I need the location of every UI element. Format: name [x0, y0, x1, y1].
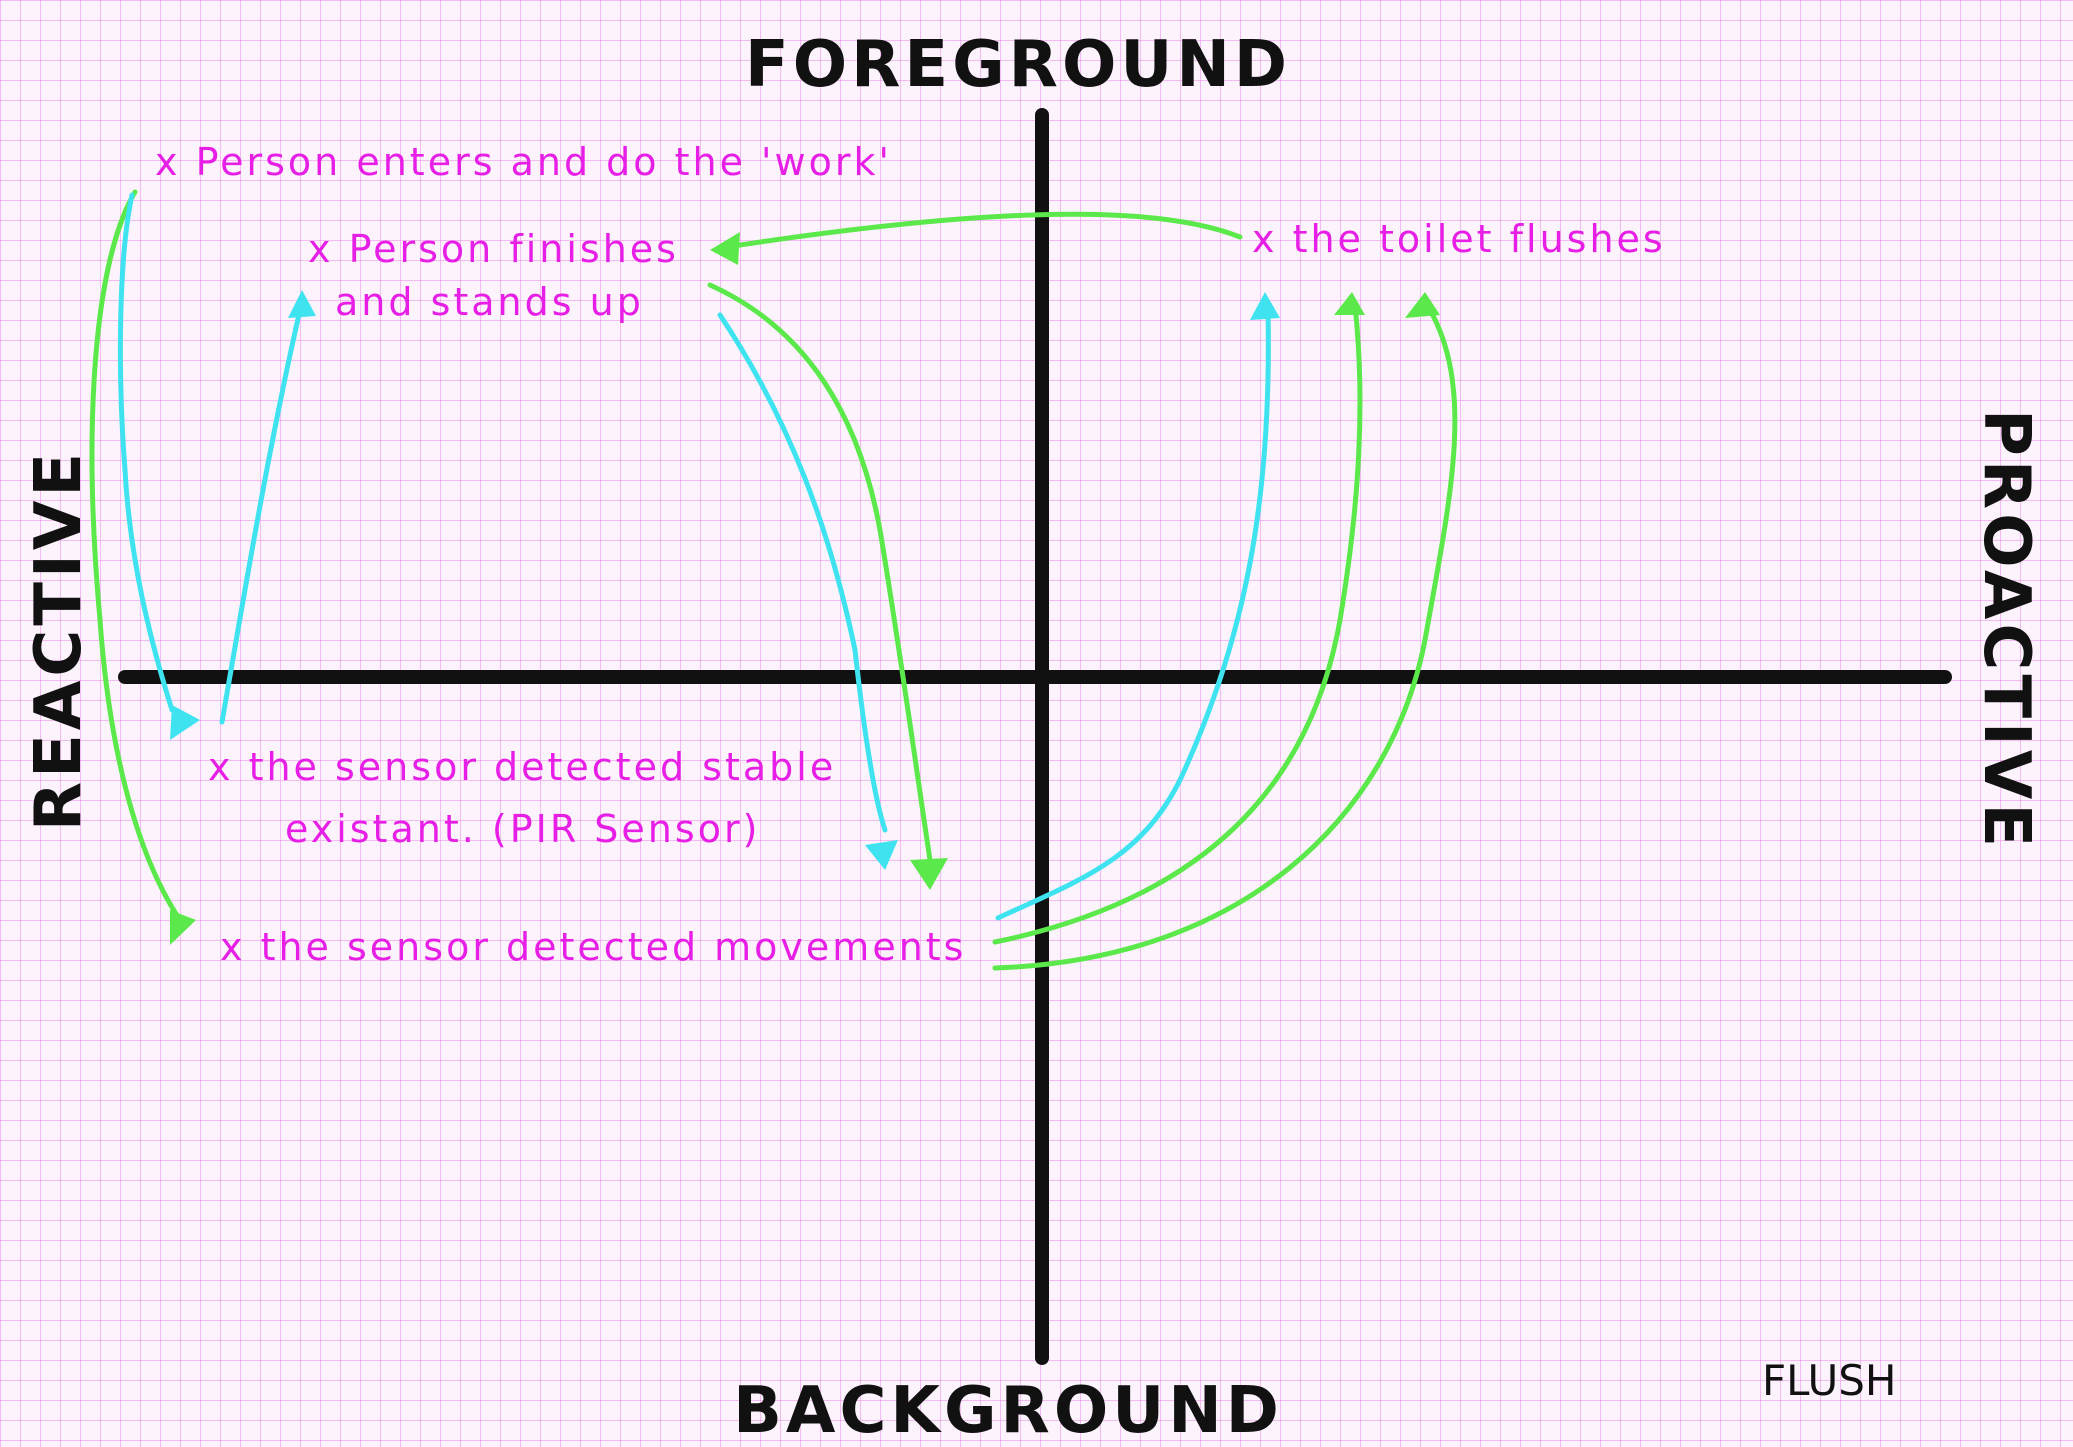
arrow-finishes-to-stable-cyan: [717, 312, 888, 833]
arrow-enters-to-movements: [89, 189, 183, 923]
arrow-enters-to-stable: [117, 192, 175, 713]
axis-label-background: BACKGROUND: [733, 1374, 1283, 1447]
arrowhead-enters-to-movements: [170, 910, 196, 945]
note-person-enters: x Person enters and do the 'work': [155, 140, 892, 184]
arrow-flush-to-finishes: [717, 211, 1243, 251]
axis-label-foreground: FOREGROUND: [745, 28, 1291, 102]
arrow-movements-to-flush-cyan: [995, 307, 1271, 921]
note-person-finishes-line2: and stands up: [335, 280, 644, 324]
arrowhead-enters-to-stable: [170, 705, 200, 740]
note-sensor-stable-line2: existant. (PIR Sensor): [285, 807, 760, 851]
arrowhead-movements-to-flush-cyan: [1250, 292, 1280, 320]
arrowhead-finishes-to-stable-cyan: [865, 840, 898, 870]
arrowhead-movements-to-flush-2: [1405, 292, 1440, 318]
note-sensor-stable-line1: x the sensor detected stable: [208, 745, 836, 789]
axis-label-reactive: REACTIVE: [22, 449, 96, 831]
arrow-movements-to-flush-1: [992, 302, 1363, 945]
arrow-finishes-to-movements-green: [707, 282, 933, 863]
note-toilet-flushes: x the toilet flushes: [1252, 217, 1666, 261]
axis-label-proactive: PROACTIVE: [1969, 409, 2043, 851]
note-sensor-movements: x the sensor detected movements: [220, 925, 966, 969]
arrowhead-flush-to-finishes: [710, 232, 740, 265]
arrow-stable-to-finishes: [219, 307, 303, 725]
arrow-movements-to-flush-2: [992, 307, 1458, 971]
note-person-finishes-line1: x Person finishes: [308, 227, 679, 271]
arrowhead-movements-to-flush-1: [1334, 292, 1365, 315]
arrowhead-finishes-to-movements-green: [910, 858, 948, 890]
footer-label: FLUSH: [1762, 1356, 1896, 1405]
arrowhead-stable-to-finishes: [288, 290, 316, 318]
